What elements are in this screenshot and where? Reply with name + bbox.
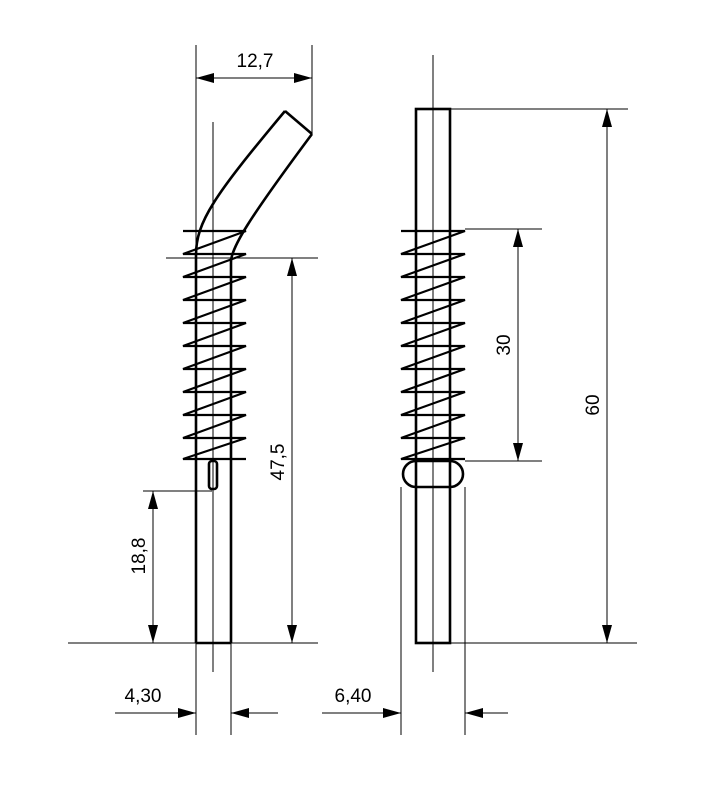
left-bend-tip-cap: [284, 110, 313, 135]
dim-diam-right-label: 6,40: [335, 686, 372, 707]
dim-bend-width-label: 12,7: [237, 51, 274, 72]
dim-total-length-label: 60: [583, 394, 604, 415]
dim-diam-right-arrow-left: [383, 708, 401, 718]
dim-total-length-arrow-bottom: [602, 625, 612, 643]
dim-slot-height-label: 18,8: [129, 538, 150, 575]
dim-spring-length-arrow-top: [513, 229, 523, 247]
dim-spring-length-arrow-bottom: [513, 443, 523, 461]
left-bend-inner: [229, 133, 314, 263]
dim-slot-height-arrow-top: [148, 491, 158, 509]
dim-spring-length-label: 30: [494, 334, 515, 355]
left-view-bent-pin: 12,7 47,5 18,8 4,30: [68, 45, 318, 735]
right-collar: [401, 459, 465, 489]
dim-pin-diam-arrow-right: [231, 708, 249, 718]
dim-spring-to-bottom-label: 47,5: [268, 444, 289, 481]
dim-pin-diam-label: 4,30: [125, 686, 162, 707]
right-shaft: [414, 107, 452, 645]
dim-spring-to-bottom-arrow-bottom: [287, 625, 297, 643]
dim-bend-width-arrow-right: [294, 73, 312, 83]
dim-slot-height-arrow-bottom: [148, 625, 158, 643]
dim-spring-to-bottom-arrow-top: [287, 258, 297, 276]
dim-diam-right-arrow-right: [465, 708, 483, 718]
dim-total-length-arrow-top: [602, 109, 612, 127]
right-view-straight-pin: 30 60 6,40: [322, 55, 637, 735]
left-spring-coil: [182, 229, 247, 461]
right-spring-coil: [400, 229, 466, 461]
left-bend-outer: [194, 110, 286, 256]
dim-pin-diam-arrow-left: [178, 708, 196, 718]
dim-bend-width-arrow-left: [196, 73, 214, 83]
left-slot: [207, 459, 219, 491]
